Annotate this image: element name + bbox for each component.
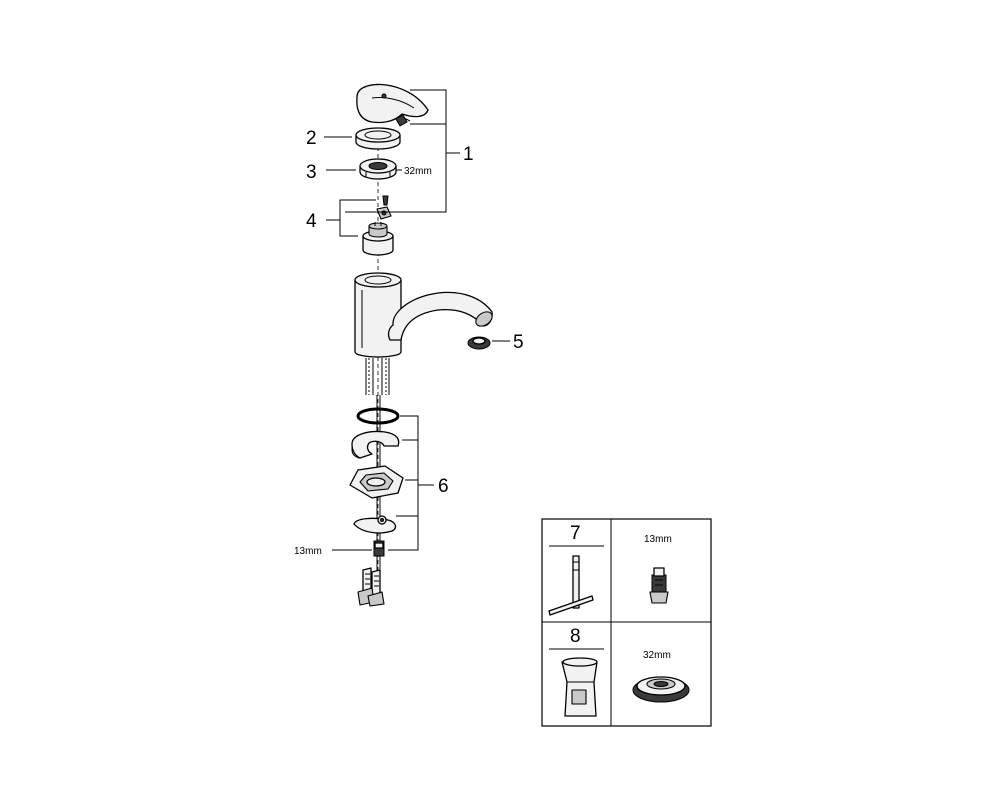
callout-4: 4 [306,211,317,232]
spare-part-size-13: 13mm [644,534,672,545]
fixing-plate [349,465,404,499]
lever-handle [356,83,429,124]
nut-size-label: 32mm [404,166,432,177]
cartridge-nut [359,158,397,180]
callout-5: 5 [513,332,524,353]
connector-size-label: 13mm [294,546,322,557]
o-ring [356,407,400,425]
callout-6: 6 [438,476,449,497]
callout-1: 1 [463,144,474,165]
spare-part-size-32: 32mm [643,650,671,661]
lower-washer [353,515,397,534]
spare-parts-table: 7 13mm 8 32mm [541,518,712,727]
cartridge [362,222,394,256]
aerator [467,336,491,350]
leader-lines [324,89,510,551]
callout-2: 2 [306,128,317,149]
horseshoe-washer [351,430,400,459]
hose-end-fittings [357,567,385,607]
cap-ring [355,127,401,150]
cartridge-nut-spare [632,676,690,703]
faucet-body [354,272,402,358]
threaded-connector [373,540,385,557]
retaining-pin [382,195,389,206]
socket-wrench-tool [548,555,594,616]
adapter [376,206,392,220]
set-screw [395,114,411,127]
spout [387,291,493,341]
spare-part-number-7: 7 [570,523,581,544]
cartridge-sleeve [561,657,598,717]
spare-part-number-8: 8 [570,626,581,647]
threaded-connector-spare [649,567,669,604]
callout-3: 3 [306,162,317,183]
